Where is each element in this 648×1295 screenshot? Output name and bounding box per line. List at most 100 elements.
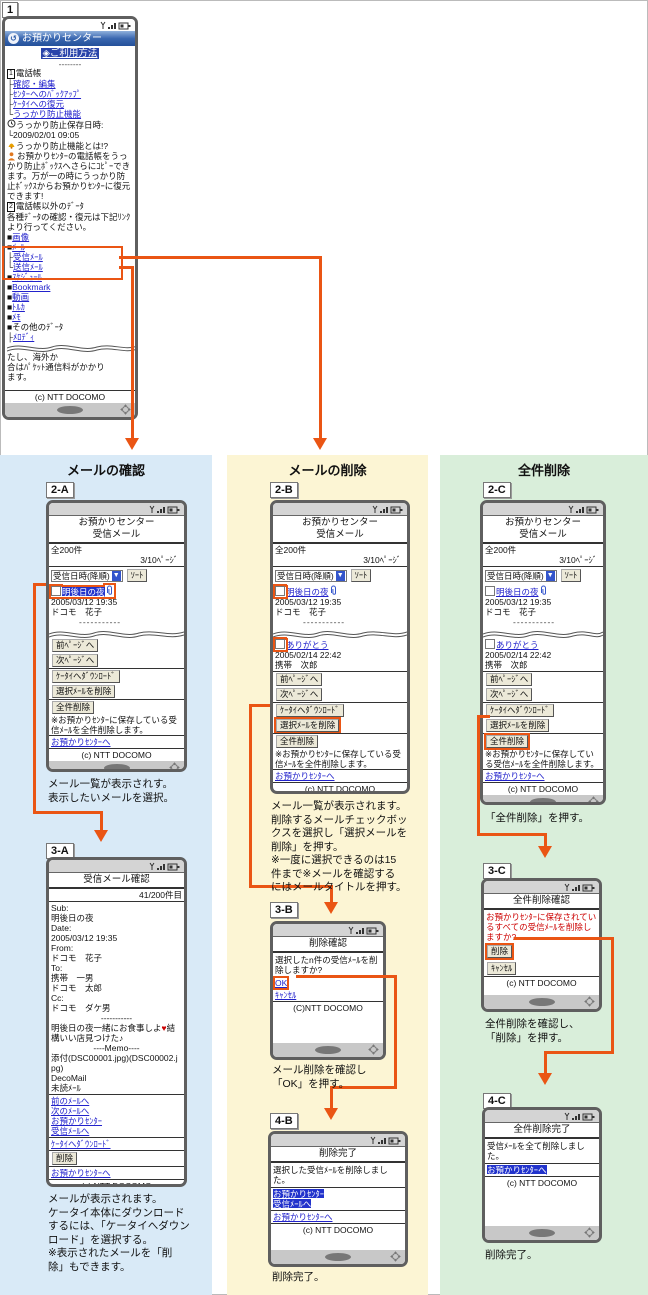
- dpad-icon[interactable]: [584, 996, 595, 1007]
- download-button[interactable]: ｹｰﾀｲへﾀﾞｳﾝﾛｰﾄﾞ: [276, 704, 344, 717]
- link-received-mail[interactable]: 受信ﾒｰﾙ: [13, 252, 43, 262]
- to-center-mail-list-link-1[interactable]: お預かりｾﾝﾀｰ: [273, 1189, 325, 1199]
- ok-link[interactable]: OK: [275, 978, 288, 988]
- status-icons: [372, 505, 403, 513]
- link-schedule[interactable]: ｽｹｼﾞｭｰﾙ: [12, 272, 42, 282]
- softkey-button[interactable]: [325, 1253, 351, 1261]
- to-center-link[interactable]: お預かりｾﾝﾀｰへ: [485, 771, 545, 781]
- download-button[interactable]: ｹｰﾀｲへﾀﾞｳﾝﾛｰﾄﾞ: [52, 670, 120, 683]
- to-center-link[interactable]: お預かりｾﾝﾀｰへ: [487, 1165, 547, 1175]
- mail-checkbox[interactable]: [485, 639, 495, 649]
- mail-checkbox[interactable]: [275, 639, 285, 649]
- delete-all-button[interactable]: 全件削除: [486, 735, 529, 748]
- link-movie[interactable]: 動画: [12, 292, 30, 302]
- to-center-link[interactable]: お預かりｾﾝﾀｰへ: [273, 1212, 333, 1222]
- to-center-link[interactable]: お預かりｾﾝﾀｰへ: [51, 737, 111, 747]
- softkey-button[interactable]: [529, 1229, 555, 1237]
- dpad-icon[interactable]: [120, 404, 131, 415]
- sort-button[interactable]: ｿｰﾄ: [350, 569, 372, 582]
- dpad-icon[interactable]: [588, 796, 599, 805]
- prev-mail-link[interactable]: 前のﾒｰﾙへ: [51, 1096, 90, 1106]
- mail-to-1: 携帯 一男: [51, 973, 94, 983]
- link-confirm-edit[interactable]: 確認・編集: [13, 79, 56, 89]
- cancel-link[interactable]: ｷｬﾝｾﾙ: [275, 990, 297, 1000]
- link-bookmark[interactable]: Bookmark: [12, 282, 51, 292]
- mail-date: 2005/03/12 19:35: [485, 597, 552, 607]
- caption-3c: 全件削除を確認し、 「削除」を押す。: [485, 1018, 580, 1044]
- status-icons: [564, 883, 595, 891]
- screen-title-line1: お預かりセンター: [301, 517, 378, 528]
- prev-page-button[interactable]: 前ﾍﾟｰｼﾞへ: [486, 673, 533, 686]
- flow-arrow-line: [477, 715, 480, 836]
- person-icon: [8, 152, 15, 161]
- step-label-3a: 3-A: [46, 843, 74, 859]
- caption-3b: メール削除を確認し 「OK」を押す。: [272, 1064, 367, 1090]
- softkey-button[interactable]: [103, 764, 130, 769]
- link-mail[interactable]: ﾒｰﾙ: [12, 242, 25, 252]
- to-center-link[interactable]: お預かりｾﾝﾀｰへ: [275, 771, 335, 781]
- softkey-button[interactable]: [57, 406, 83, 414]
- sort-select[interactable]: 受信日時(降順)▼: [51, 569, 123, 582]
- sort-button[interactable]: ｿｰﾄ: [126, 569, 148, 582]
- sort-select[interactable]: 受信日時(降順)▼: [275, 569, 347, 582]
- step-label-2a: 2-A: [46, 482, 74, 498]
- delete-selected-button[interactable]: 選択ﾒｰﾙを削除: [52, 685, 116, 698]
- link-restore-to-phone[interactable]: ｹｰﾀｲへの復元: [13, 99, 65, 109]
- mail-checkbox[interactable]: [51, 586, 61, 596]
- dpad-icon[interactable]: [584, 1227, 595, 1238]
- dpad-icon[interactable]: [368, 1044, 379, 1055]
- mail-title-link[interactable]: ありがとう: [286, 640, 329, 650]
- link-image[interactable]: 画像: [12, 232, 30, 242]
- prev-page-button[interactable]: 前ﾍﾟｰｼﾞへ: [52, 639, 99, 652]
- mail-checkbox[interactable]: [275, 586, 285, 596]
- delete-button[interactable]: 削除: [52, 1152, 78, 1165]
- next-mail-link[interactable]: 次のﾒｰﾙへ: [51, 1106, 90, 1116]
- sort-select[interactable]: 受信日時(降順)▼: [485, 569, 557, 582]
- dpad-icon[interactable]: [390, 1251, 401, 1262]
- download-button[interactable]: ｹｰﾀｲへﾀﾞｳﾝﾛｰﾄﾞ: [486, 704, 554, 717]
- link-ukkari-boushi[interactable]: うっかり防止機能: [13, 109, 82, 119]
- mail-title-link[interactable]: 明後日の夜: [286, 587, 329, 597]
- next-page-button[interactable]: 次ﾍﾟｰｼﾞへ: [52, 654, 99, 667]
- clock-icon: [7, 119, 16, 128]
- softkey-button[interactable]: [528, 998, 555, 1006]
- next-page-button[interactable]: 次ﾍﾟｰｼﾞへ: [486, 688, 533, 701]
- to-center-link[interactable]: お預かりｾﾝﾀｰへ: [51, 1168, 111, 1178]
- softkey-button[interactable]: [315, 1046, 341, 1054]
- phone-screen-4c: 全件削除完了 受信ﾒｰﾙを全て削除しました。 お預かりｾﾝﾀｰへ (c) NTT…: [482, 1107, 602, 1243]
- deco-mark-icon: ♪: [119, 1033, 124, 1043]
- to-center-mail-list-link-2[interactable]: 受信ﾒｰﾙへ: [273, 1199, 312, 1209]
- link-toruca[interactable]: ﾄﾙｶ: [12, 302, 25, 312]
- flow-arrow-line: [33, 811, 103, 814]
- flow-arrowhead: [125, 438, 139, 450]
- flow-arrow-line: [514, 937, 614, 940]
- delete-selected-button[interactable]: 選択ﾒｰﾙを削除: [486, 719, 550, 732]
- softkey-button[interactable]: [530, 798, 556, 802]
- flow-arrow-line: [131, 266, 134, 440]
- link-memo[interactable]: ﾒﾓ: [12, 312, 21, 322]
- screen-title-line1: お預かりセンター: [78, 517, 155, 528]
- delete-all-button[interactable]: 全件削除: [276, 735, 319, 748]
- link-sent-mail[interactable]: 送信ﾒｰﾙ: [13, 262, 43, 272]
- cancel-button[interactable]: ｷｬﾝｾﾙ: [487, 962, 517, 975]
- to-center-mail-list-link-1[interactable]: お預かりｾﾝﾀｰ: [51, 1116, 103, 1126]
- mail-checkbox[interactable]: [485, 586, 495, 596]
- delete-all-button[interactable]: 全件削除: [52, 701, 95, 714]
- link-melody[interactable]: ﾒﾛﾃﾞｨ: [13, 332, 35, 342]
- sort-button[interactable]: ｿｰﾄ: [560, 569, 582, 582]
- screen-title: 受信メール確認: [49, 873, 184, 889]
- next-page-button[interactable]: 次ﾍﾟｰｼﾞへ: [276, 688, 323, 701]
- mail-title-link[interactable]: 明後日の夜: [496, 587, 539, 597]
- copyright: (c) NTT DOCOMO: [5, 390, 135, 403]
- download-link[interactable]: ｹｰﾀｲへﾀﾞｳﾝﾛｰﾄﾞ: [51, 1139, 111, 1149]
- delete-selected-button[interactable]: 選択ﾒｰﾙを削除: [276, 719, 340, 732]
- link-backup-to-center[interactable]: ｾﾝﾀｰへのﾊﾞｯｸｱｯﾌﾟ: [13, 89, 82, 99]
- mail-title-link[interactable]: ありがとう: [496, 640, 539, 650]
- mail-title-link[interactable]: 明後日の夜: [62, 587, 105, 597]
- prev-page-button[interactable]: 前ﾍﾟｰｼﾞへ: [276, 673, 323, 686]
- section1-number: 1: [7, 69, 15, 79]
- dpad-icon[interactable]: [169, 762, 180, 772]
- to-center-mail-list-link-2[interactable]: 受信ﾒｰﾙへ: [51, 1126, 90, 1136]
- delete-button[interactable]: 削除: [487, 945, 513, 958]
- usage-link[interactable]: ◈ご利用方法: [40, 48, 100, 59]
